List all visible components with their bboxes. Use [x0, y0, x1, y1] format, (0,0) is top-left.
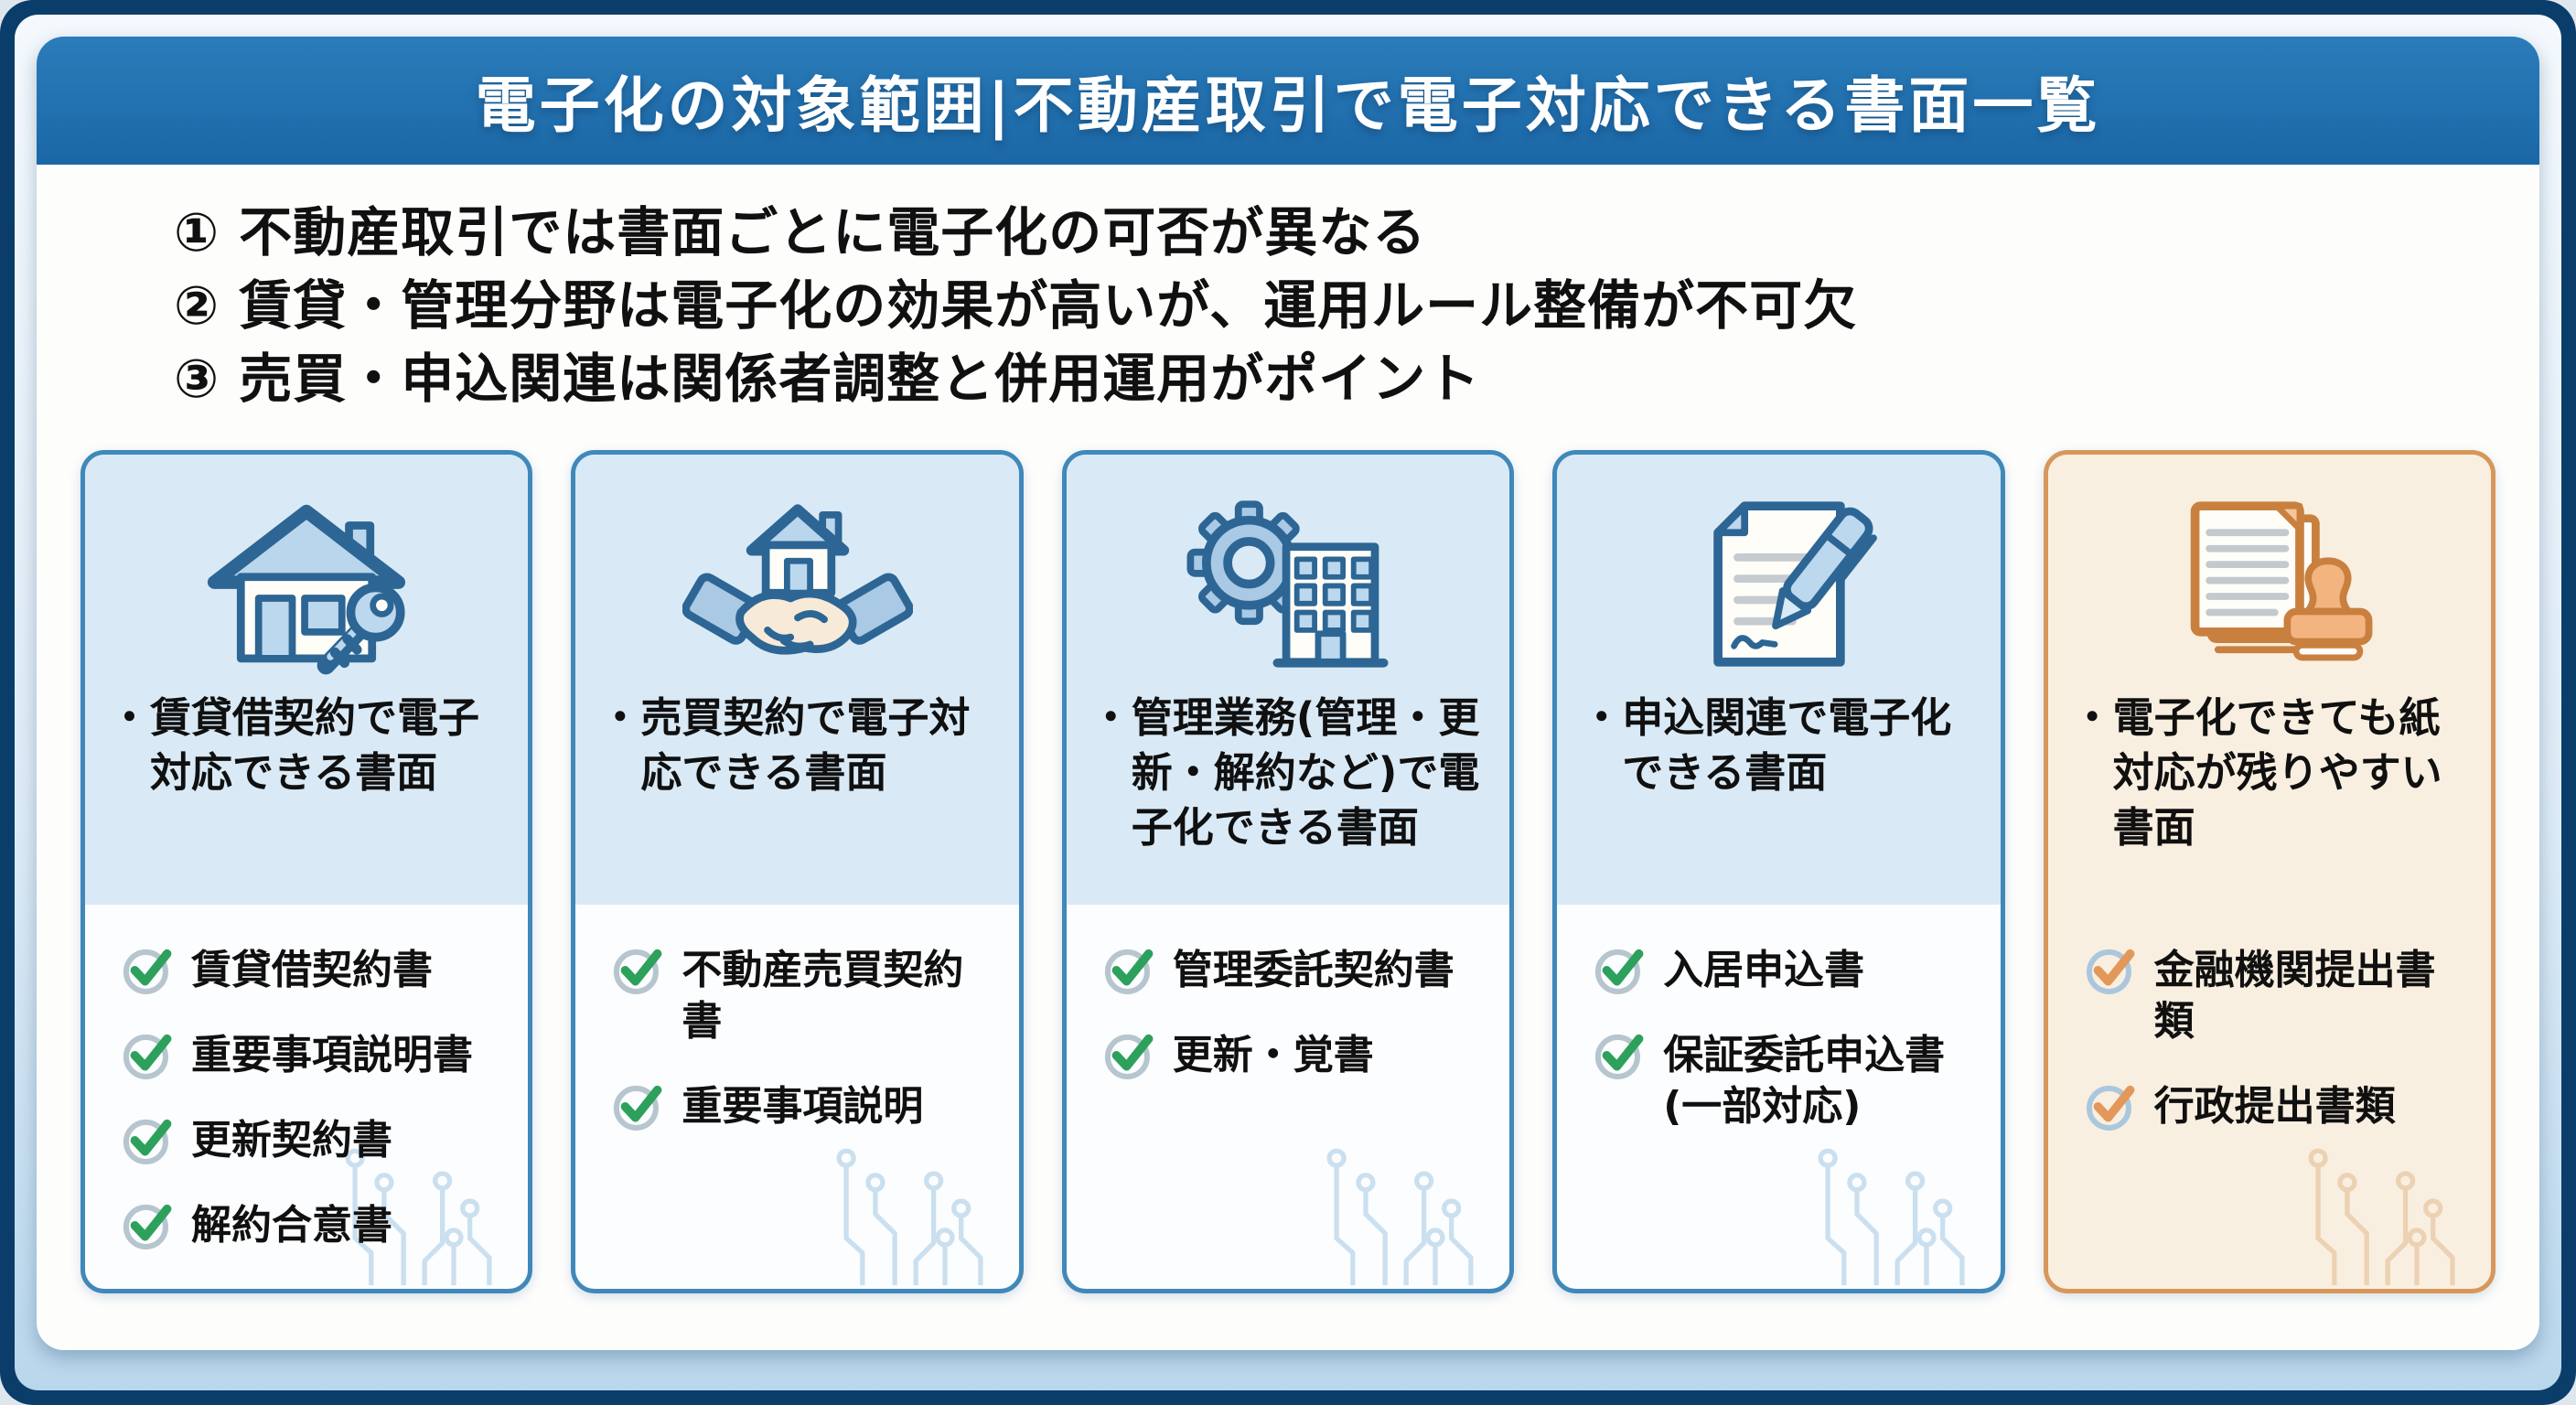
check-row: 賃貸借契約書	[120, 945, 511, 997]
card-management-documents: ・管理業務(管理・更新・解約など)で電子化できる書面 管理委託契約書 更新・覚書	[1061, 450, 1515, 1293]
check-icon	[1101, 1025, 1158, 1082]
card-application-documents: ・申込関連で電子化できる書面 入居申込書 保証委託申込書 (一部対応)	[1552, 450, 2005, 1293]
check-row: 行政提出書類	[2083, 1081, 2474, 1133]
checklist: 不動産売買契約書 重要事項説明	[575, 905, 1018, 1289]
frame-inner-layer: 電子化の対象範囲|不動産取引で電子対応できる書面一覧 ① 不動産取引では書面ごと…	[15, 15, 2561, 1390]
check-label: 入居申込書	[1663, 947, 1865, 993]
key-point-1: ① 不動産取引では書面ごとに電子化の可否が異なる	[174, 201, 1427, 263]
check-row: 重要事項説明	[610, 1081, 1002, 1133]
check-row: 解約合意書	[120, 1200, 511, 1252]
check-label: 管理委託契約書	[1172, 947, 1454, 993]
card-title: ・売買契約で電子対応できる書面	[599, 693, 971, 797]
card-top-section: ・売買契約で電子対応できる書面	[575, 455, 1019, 905]
check-label: 金融機関提出書類	[2153, 947, 2436, 1046]
check-label: 保証委託申込書 (一部対応)	[1663, 1032, 1946, 1131]
check-label: 更新・覚書	[1172, 1032, 1374, 1078]
check-row: 重要事項説明書	[120, 1030, 511, 1082]
check-label: 賃貸借契約書	[191, 947, 433, 993]
check-label: 行政提出書類	[2153, 1082, 2396, 1130]
key-point-3: ③ 売買・申込関連は関係者調整と併用運用がポイント	[174, 348, 1481, 410]
card-top-section: ・電子化できても紙対応が残りやすい書面	[2047, 455, 2491, 905]
house-key-icon	[208, 504, 406, 675]
checklist: 入居申込書 保証委託申込書 (一部対応)	[1557, 905, 2000, 1289]
checklist: 金融機関提出書類 行政提出書類	[2048, 905, 2491, 1289]
card-top-section: ・管理業務(管理・更新・解約など)で電子化できる書面	[1066, 455, 1510, 905]
card-title: ・管理業務(管理・更新・解約など)で電子化できる書面	[1089, 693, 1480, 852]
check-icon	[1592, 940, 1648, 997]
page-title: 電子化の対象範囲|不動産取引で電子対応できる書面一覧	[475, 70, 2101, 141]
cards-row: ・賃貸借契約で電子対応できる書面 賃貸借契約書 重要事項説明書 更新契約書	[80, 450, 2496, 1293]
check-icon	[120, 1025, 177, 1082]
card-rental-contracts: ・賃貸借契約で電子対応できる書面 賃貸借契約書 重要事項説明書 更新契約書	[80, 450, 533, 1293]
check-label: 重要事項説明	[682, 1082, 924, 1130]
card-title: ・電子化できても紙対応が残りやすい書面	[2071, 693, 2442, 852]
documents-stamp-icon	[2190, 501, 2373, 661]
check-row: 入居申込書	[1592, 945, 1983, 997]
check-row: 保証委託申込書 (一部対応)	[1592, 1030, 1983, 1133]
check-label: 解約合意書	[191, 1202, 392, 1249]
check-row: 管理委託契約書	[1101, 945, 1493, 997]
check-label: 更新契約書	[191, 1117, 392, 1164]
card-sale-contracts: ・売買契約で電子対応できる書面 不動産売買契約書 重要事項説明	[571, 450, 1024, 1293]
card-top-section: ・賃貸借契約で電子対応できる書面	[85, 455, 529, 905]
card-paper-remaining-documents: ・電子化できても紙対応が残りやすい書面 金融機関提出書類 行政提出書類	[2043, 450, 2496, 1293]
check-label: 不動産売買契約書	[682, 947, 964, 1046]
check-row: 更新契約書	[120, 1115, 511, 1167]
header-bar: 電子化の対象範囲|不動産取引で電子対応できる書面一覧	[37, 37, 2539, 165]
card-top-section: ・申込関連で電子化できる書面	[1557, 455, 2001, 905]
key-points: ① 不動産取引では書面ごとに電子化の可否が異なる ② 賃貸・管理分野は電子化の効…	[174, 196, 2485, 415]
gear-building-icon	[1186, 500, 1389, 668]
check-row: 金融機関提出書類	[2083, 945, 2474, 1048]
check-icon	[1592, 1025, 1648, 1082]
document-pen-icon	[1713, 501, 1878, 667]
card-title: ・賃貸借契約で電子対応できる書面	[109, 693, 480, 797]
check-icon	[120, 940, 177, 997]
checklist: 賃貸借契約書 重要事項説明書 更新契約書 解約合意書	[85, 905, 528, 1289]
check-label: 重要事項説明書	[191, 1032, 473, 1078]
check-icon	[120, 1196, 177, 1252]
check-icon	[2083, 940, 2140, 997]
checklist: 管理委託契約書 更新・覚書	[1067, 905, 1509, 1289]
check-row: 不動産売買契約書	[610, 945, 1002, 1048]
check-icon	[610, 940, 667, 997]
handshake-house-icon	[682, 504, 913, 655]
check-icon	[2083, 1077, 2140, 1133]
key-point-2: ② 賃貸・管理分野は電子化の効果が高いが、運用ルール整備が不可欠	[174, 274, 1858, 337]
check-icon	[610, 1077, 667, 1133]
check-row: 更新・覚書	[1101, 1030, 1493, 1082]
card-title: ・申込関連で電子化できる書面	[1581, 693, 1952, 797]
check-icon	[120, 1110, 177, 1167]
content-panel: 電子化の対象範囲|不動産取引で電子対応できる書面一覧 ① 不動産取引では書面ごと…	[37, 37, 2539, 1350]
check-icon	[1101, 940, 1158, 997]
